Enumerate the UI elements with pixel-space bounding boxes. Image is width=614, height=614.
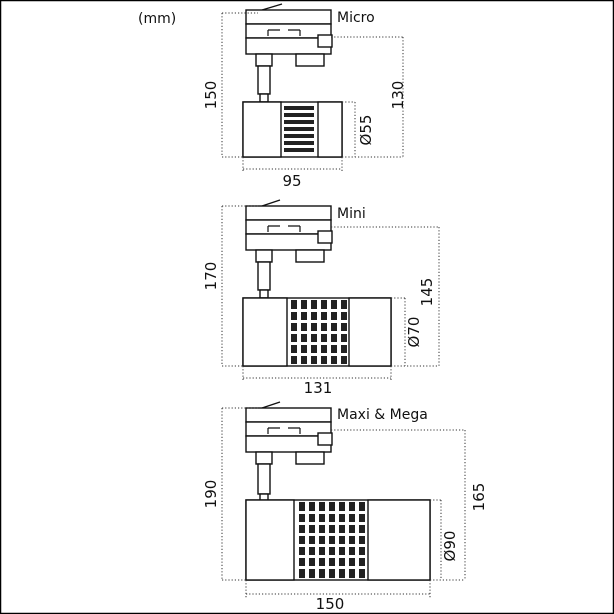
maxi-diameter: Ø90 [441,531,459,562]
maxi-name-label: Maxi & Mega [337,407,428,423]
micro-lamp-head [242,101,343,158]
maxi-total-height: 190 [202,480,220,509]
micro-name-label: Micro [337,10,375,26]
mini-length: 131 [304,379,333,397]
micro-length: 95 [282,172,301,190]
mini-dimension-lines [221,205,440,381]
maxi-stem [257,463,271,495]
micro-stem [257,65,271,95]
micro-stem-joint [259,93,269,103]
maxi-dimension-lines [221,407,466,598]
micro-drawing: Micro 150 130 Ø55 95 [202,3,407,190]
mini-name-label: Mini [337,206,366,222]
maxi-length: 150 [316,595,345,613]
mini-total-height: 170 [202,262,220,291]
maxi-drawing: Maxi & Mega 190 165 Ø90 150 [202,401,488,613]
micro-total-height: 150 [202,81,220,110]
mini-stem [257,261,271,291]
maxi-track-height: 165 [470,483,488,512]
micro-diameter: Ø55 [357,115,375,146]
mini-stem-joint [259,289,269,299]
micro-track-adapter [245,3,333,67]
maxi-track-adapter [245,401,333,465]
mini-track-adapter [245,199,333,263]
mini-track-height: 145 [418,278,436,307]
maxi-lamp-head [245,499,431,581]
unit-label: (mm) [138,11,176,27]
mini-drawing: Mini 170 145 Ø70 131 [202,199,440,397]
mini-lamp-head [242,297,392,367]
micro-track-height: 130 [389,81,407,110]
micro-dimension-lines [221,12,404,172]
mini-diameter: Ø70 [405,317,423,348]
